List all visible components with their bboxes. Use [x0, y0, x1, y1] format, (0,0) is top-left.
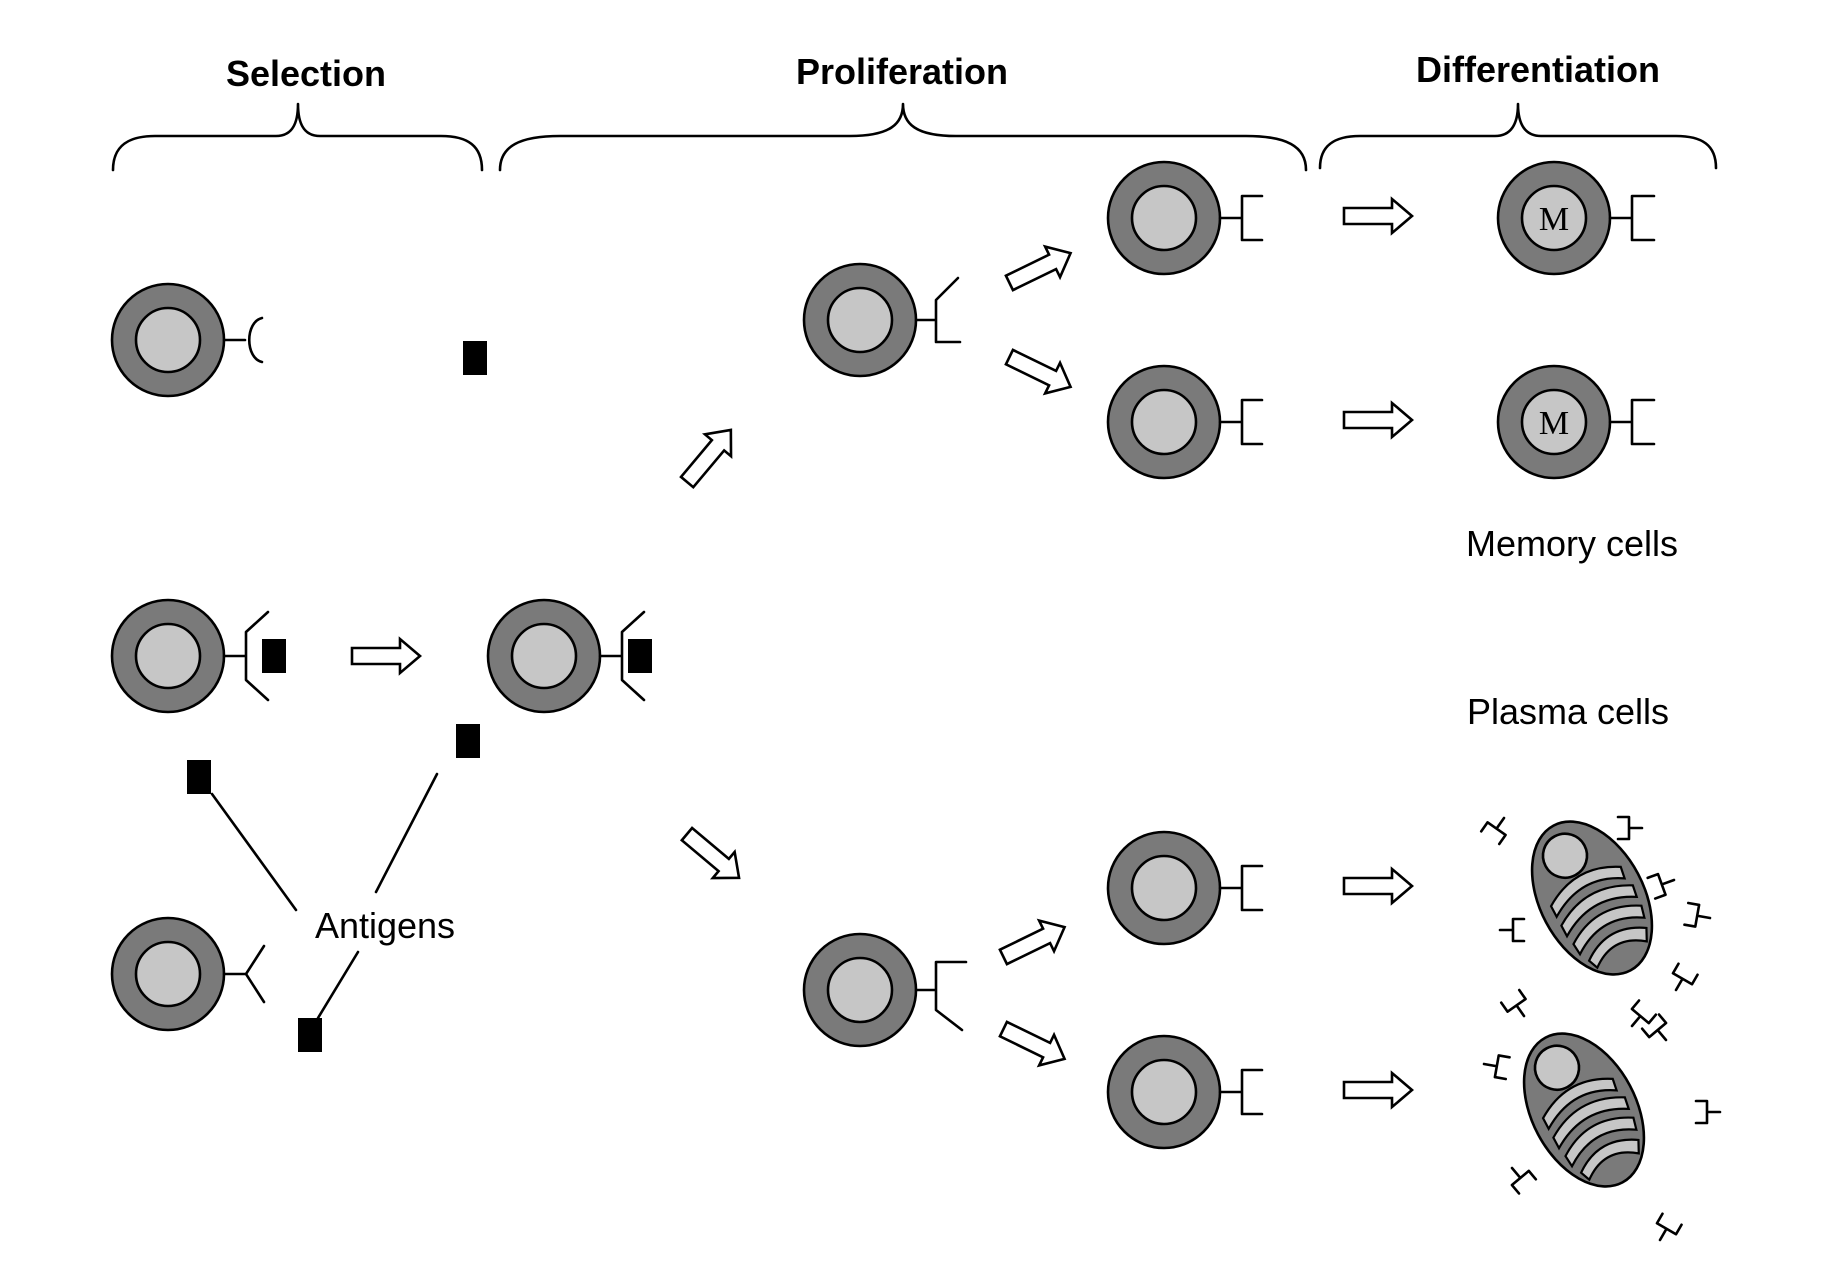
daughter-cell-3 — [1106, 830, 1264, 946]
arrow-up-branch — [672, 417, 746, 495]
memory-cell-1 — [1496, 160, 1656, 276]
brace-differentiation — [1318, 102, 1718, 170]
arrow-diff-2 — [1342, 401, 1414, 439]
daughter-cell-2 — [1106, 364, 1264, 480]
label-plasma-cells: Plasma cells — [1467, 691, 1669, 732]
antigen-2 — [456, 724, 480, 758]
brace-proliferation — [498, 102, 1308, 172]
plasma-cell-2 — [1522, 1032, 1646, 1188]
arrow-upper-a — [1000, 236, 1080, 300]
antigen-3 — [298, 1018, 322, 1052]
arrow-lower-a — [994, 910, 1074, 974]
b-cell-selected — [486, 598, 652, 714]
arrow-diff-1 — [1342, 197, 1414, 235]
leader-lines — [210, 772, 439, 1020]
arrow-select — [350, 637, 422, 675]
daughter-cell-1 — [1106, 160, 1264, 276]
arrow-down-branch — [674, 819, 752, 893]
arrow-diff-3 — [1342, 867, 1414, 905]
proliferating-cell-lower — [802, 932, 968, 1048]
memory-marker-1: M — [1539, 201, 1569, 238]
memory-marker-2: M — [1539, 405, 1569, 442]
b-cell-selecting — [110, 598, 286, 714]
memory-cell-2 — [1496, 364, 1656, 480]
antigen-1 — [187, 760, 211, 794]
arrow-diff-4 — [1342, 1071, 1414, 1109]
label-memory-cells: Memory cells — [1466, 523, 1678, 564]
plasma-cell-1 — [1530, 820, 1654, 976]
heading-proliferation: Proliferation — [796, 51, 1008, 92]
heading-differentiation: Differentiation — [1416, 49, 1660, 90]
daughter-cell-4 — [1106, 1034, 1264, 1150]
arrow-lower-b — [994, 1012, 1074, 1076]
brace-selection — [111, 102, 484, 172]
b-cell-bottom — [110, 916, 266, 1032]
b-cell-top — [110, 282, 264, 398]
heading-selection: Selection — [226, 53, 386, 94]
arrow-upper-b — [1000, 340, 1080, 404]
label-antigens: Antigens — [315, 905, 455, 946]
antigen-free — [463, 341, 487, 375]
proliferating-cell-upper — [802, 262, 962, 378]
